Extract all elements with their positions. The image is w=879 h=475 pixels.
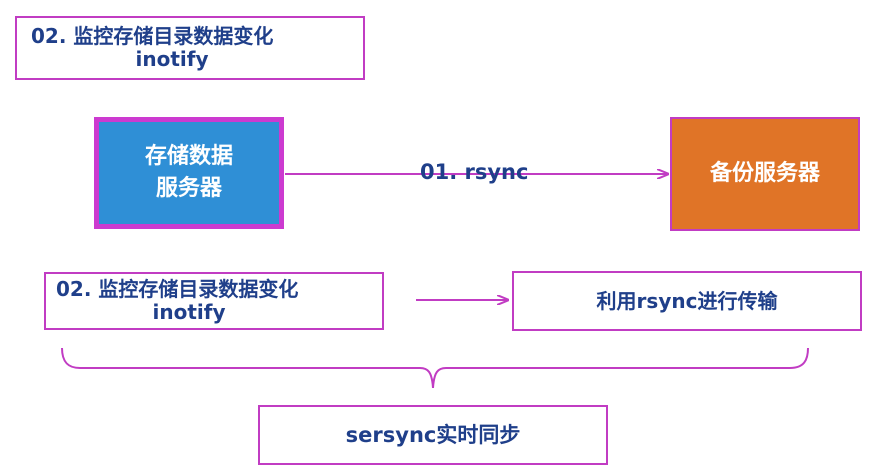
backup-server-label: 备份服务器 (709, 161, 820, 187)
rsync-edge-label: 01. rsync (420, 160, 529, 184)
top-monitor-subtitle: inotify (135, 47, 209, 71)
top-monitor-title: 02. 监控存储目录数据变化 (31, 24, 274, 48)
storage-server-line2: 服务器 (155, 176, 222, 201)
top-monitor-box: 02. 监控存储目录数据变化 inotify (15, 16, 365, 80)
monitor-title: 02. 监控存储目录数据变化 (56, 277, 299, 301)
sersync-label: sersync实时同步 (345, 422, 521, 447)
monitor-subtitle: inotify (152, 300, 226, 324)
monitor-box: 02. 监控存储目录数据变化 inotify (44, 272, 384, 330)
sersync-box: sersync实时同步 (258, 405, 608, 465)
transfer-box: 利用rsync进行传输 (512, 271, 862, 331)
storage-server-line1: 存储数据 (144, 144, 233, 170)
transfer-label: 利用rsync进行传输 (596, 288, 778, 313)
storage-server-node: 存储数据 服务器 (94, 117, 284, 229)
grouping-brace (61, 347, 809, 389)
backup-server-node: 备份服务器 (670, 117, 860, 231)
